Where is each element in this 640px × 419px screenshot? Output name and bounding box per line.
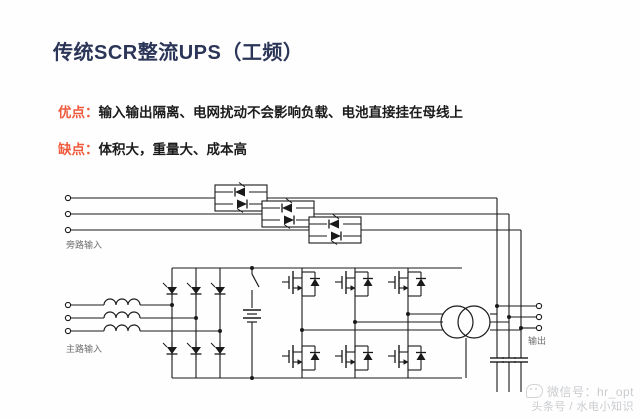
igbt-inverter-bridge (281, 268, 443, 378)
output-group: 输出 (490, 302, 546, 392)
scr-rectifier-bridge (162, 268, 227, 378)
cons-text: 体积大，重量大、成本高 (98, 142, 248, 157)
output-transformer (440, 305, 521, 378)
output-label: 输出 (528, 335, 546, 346)
main-input-group: 主路输入 (64, 298, 220, 354)
main-input-label: 主路输入 (66, 343, 102, 354)
page-title: 传统SCR整流UPS（工频） (53, 42, 304, 64)
pros-label: 优点 (58, 105, 85, 120)
pros-line: 优点：输入输出隔离、电网扰动不会影响负载、电池直接挂在母线上 (58, 101, 463, 121)
pros-text: 输入输出隔离、电网扰动不会影响负载、电池直接挂在母线上 (98, 105, 464, 120)
bypass-input-label: 旁路输入 (66, 239, 102, 250)
cons-colon: ： (85, 142, 99, 157)
cons-line: 缺点：体积大，重量大、成本高 (58, 138, 247, 158)
bypass-input-group: 旁路输入 (64, 181, 522, 328)
pros-colon: ： (85, 105, 99, 120)
dc-link-battery (243, 266, 261, 380)
cons-label: 缺点 (58, 142, 85, 157)
